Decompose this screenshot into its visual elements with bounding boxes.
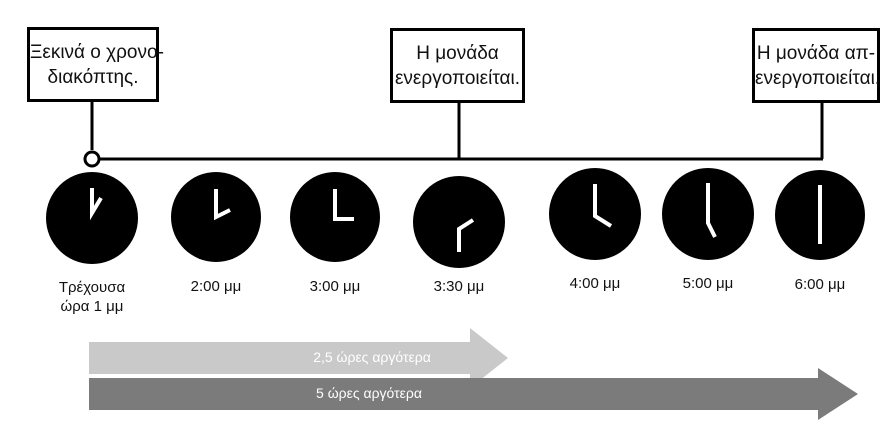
arrow-label-2-5-hours: 2,5 ώρες αργότερα	[313, 349, 431, 365]
arrow-2-5-hours	[89, 328, 508, 388]
clock-label-2pm: 2:00 μμ	[161, 277, 271, 296]
clock-label-6pm: 6:00 μμ	[765, 275, 875, 294]
callout-line: Η μονάδα απ-	[756, 43, 876, 64]
clock-hands	[593, 184, 613, 228]
clock-3pm	[290, 172, 380, 262]
clock-5pm	[662, 168, 754, 260]
clock-330pm	[413, 176, 505, 268]
callout-unit-on: Η μονάδα ενεργοποιείται.	[390, 28, 525, 103]
clock-1pm	[46, 172, 138, 264]
callout-line: Η μονάδα	[416, 43, 499, 64]
clock-label-5pm: 5:00 μμ	[653, 274, 763, 293]
clock-label-3pm: 3:00 μμ	[280, 277, 390, 296]
clock-label-line: 4:00 μμ	[569, 275, 621, 292]
callout-line: ενεργοποιείται.	[755, 68, 881, 89]
clock-label-330pm: 3:30 μμ	[404, 277, 514, 296]
clock-hands	[214, 189, 231, 221]
arrow-5-hours	[89, 368, 858, 420]
arrow-label-5-hours: 5 ώρες αργότερα	[316, 385, 422, 401]
callout-unit-off: Η μονάδα απ- ενεργοποιείται.	[752, 28, 880, 103]
clock-hands	[333, 189, 354, 221]
timeline-start-marker	[83, 150, 101, 168]
clock-label-line: ώρα 1 μμ	[60, 298, 124, 315]
clock-4pm	[549, 168, 641, 260]
clock-face	[46, 172, 138, 264]
clock-label-1pm: Τρέχουσα ώρα 1 μμ	[37, 278, 147, 316]
clock-6pm	[775, 170, 865, 260]
callout-line: διακόπτης.	[47, 67, 139, 88]
callout-timer-starts: Ξεκινά ο χρονο- διακόπτης.	[27, 27, 164, 102]
clock-2pm	[171, 172, 261, 262]
clock-label-line: 2:00 μμ	[190, 278, 242, 295]
clock-label-line: 6:00 μμ	[794, 276, 846, 293]
clock-hands	[457, 218, 475, 252]
callout-line: ενεργοποιείται.	[394, 68, 521, 89]
clock-hands	[90, 188, 103, 221]
clock-label-4pm: 4:00 μμ	[540, 274, 650, 293]
clock-label-line: 3:00 μμ	[309, 278, 361, 295]
clock-hands	[706, 183, 717, 238]
clock-label-line: 3:30 μμ	[433, 278, 485, 295]
callout-line: Ξεκινά ο χρονο-	[30, 42, 164, 63]
clock-face	[413, 176, 505, 268]
clock-label-line: 5:00 μμ	[682, 275, 734, 292]
clock-label-line: Τρέχουσα	[58, 279, 126, 296]
